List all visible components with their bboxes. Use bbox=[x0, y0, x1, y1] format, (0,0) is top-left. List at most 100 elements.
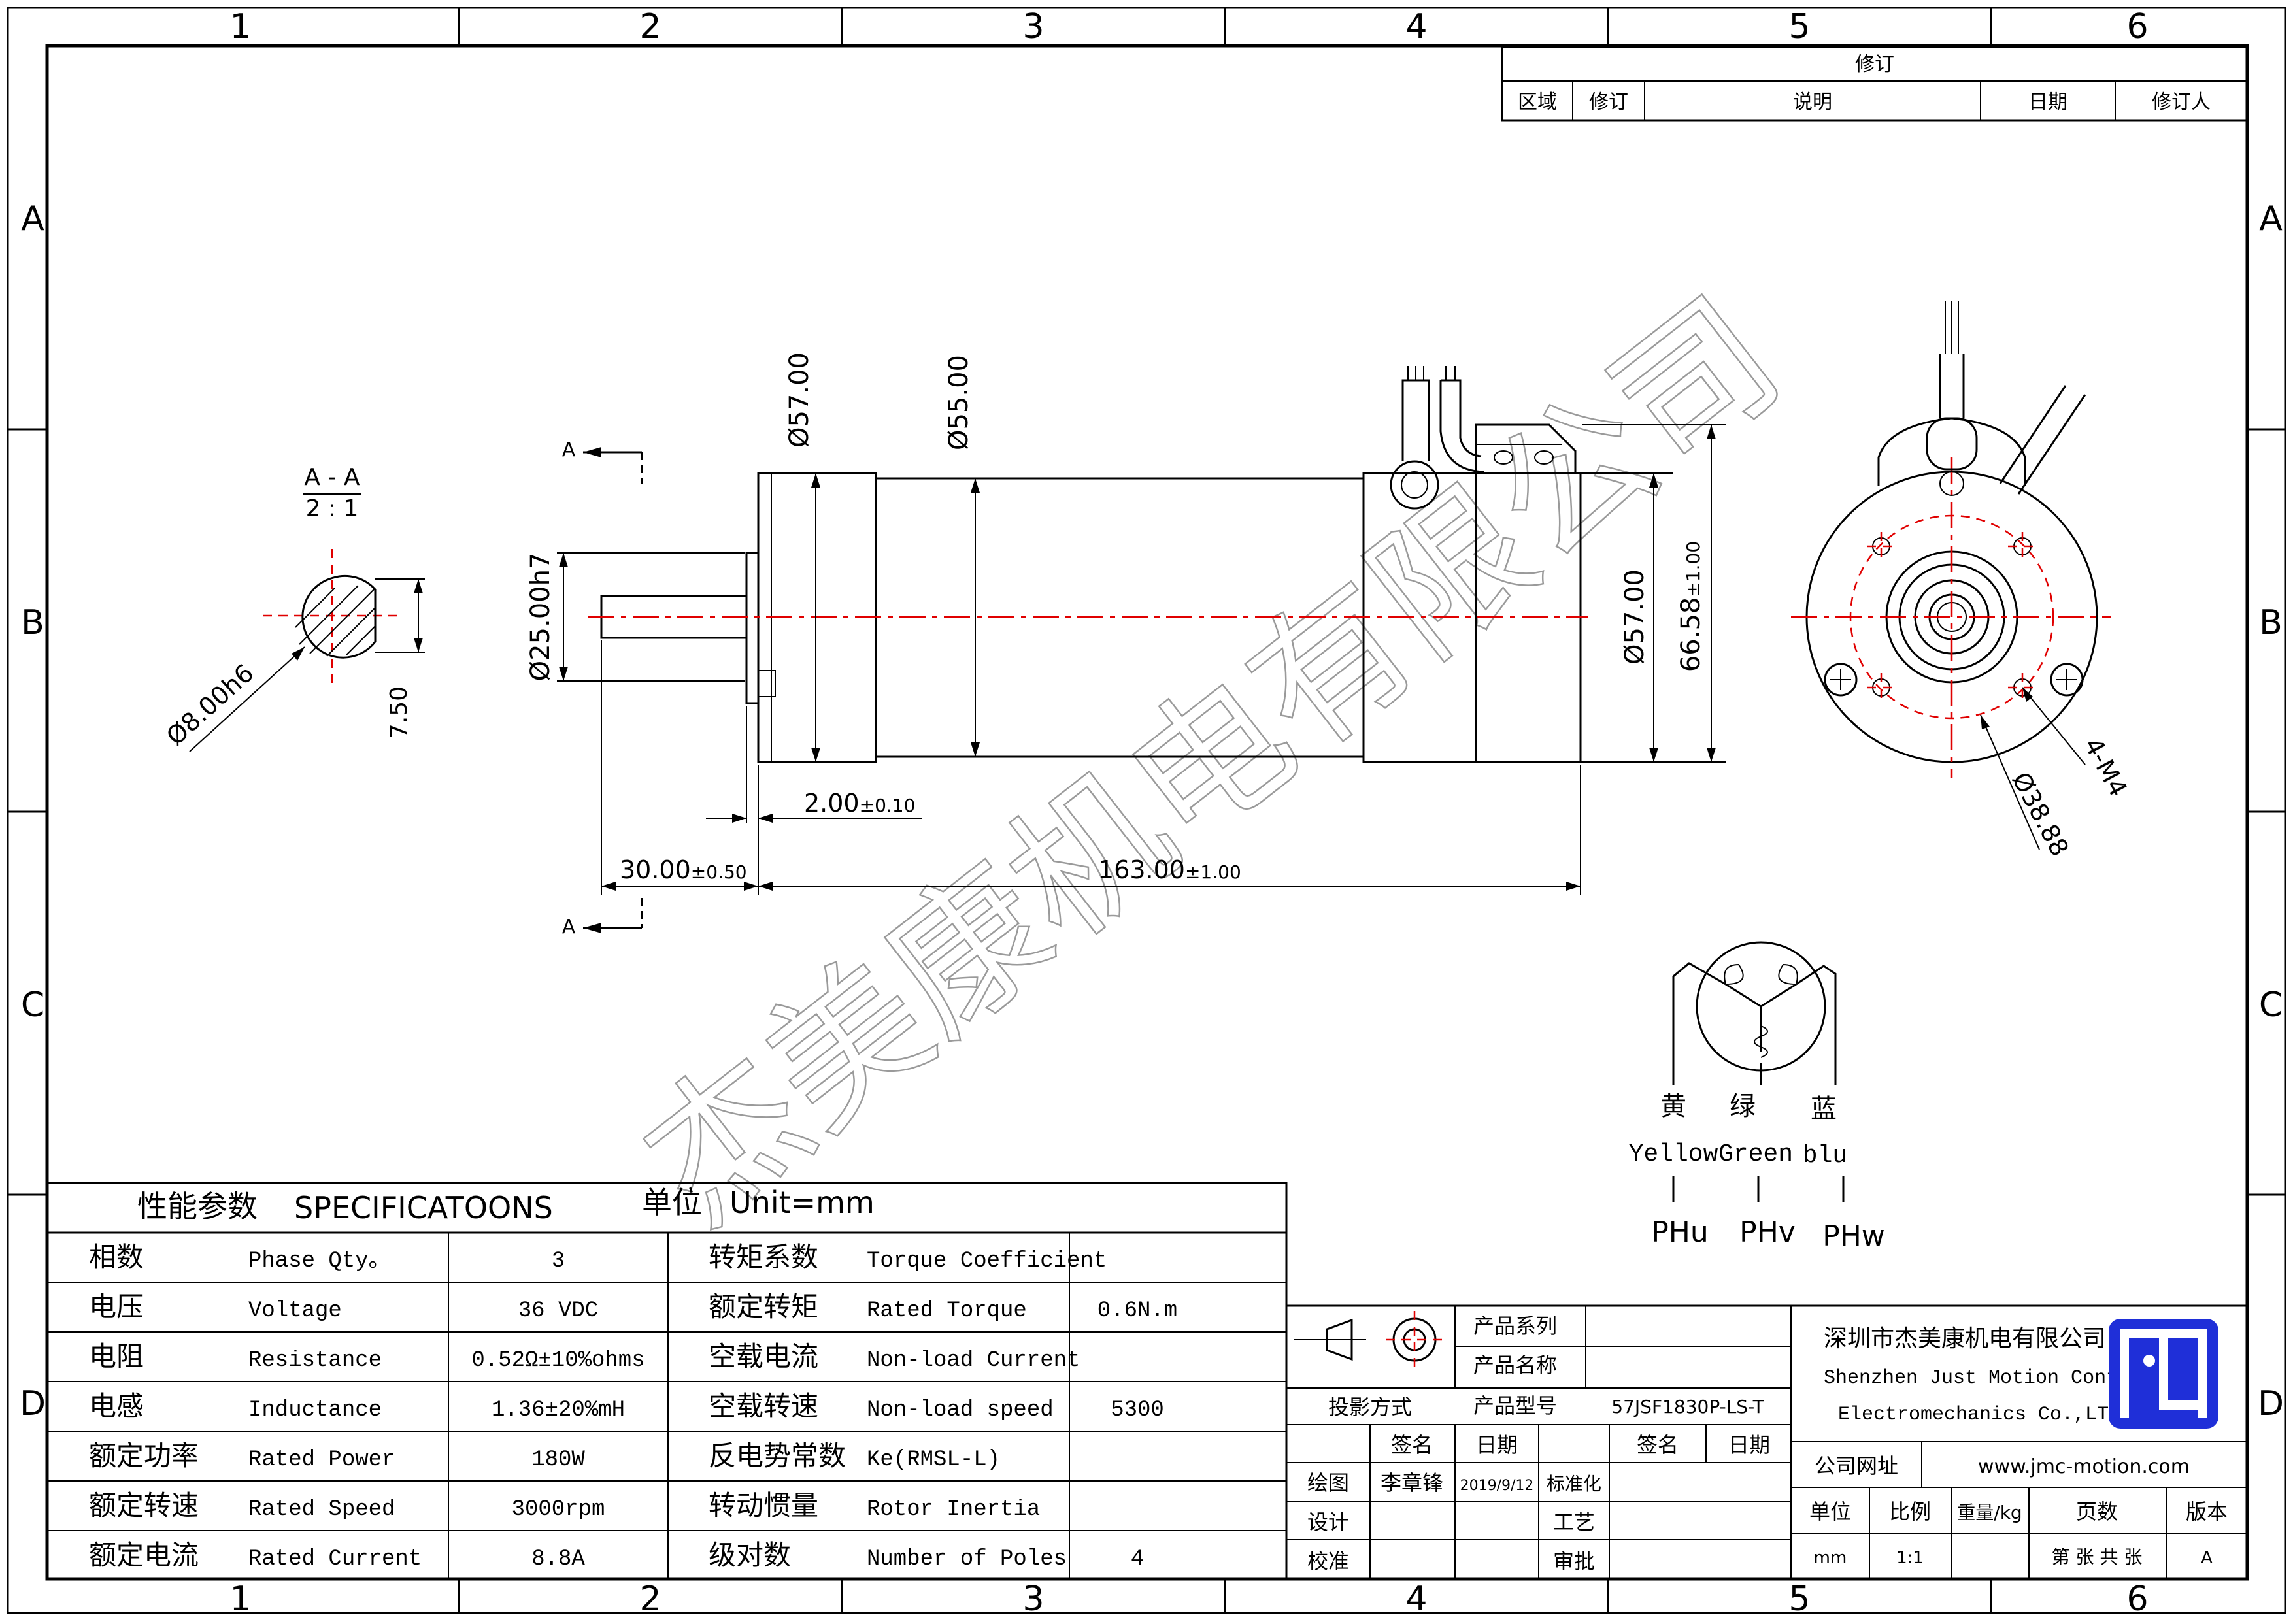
spec-cell-cn: 额定功率 bbox=[89, 1440, 199, 1472]
height-value: 66.58 bbox=[1676, 597, 1706, 672]
spec-cell-val: 3 bbox=[552, 1249, 565, 1274]
zone-col-1: 1 bbox=[229, 7, 251, 46]
holes-dimension: 4-M4 bbox=[2079, 733, 2133, 801]
body-dia-dimension: Ø55.00 bbox=[944, 355, 974, 450]
ratio-value: 1:1 bbox=[1896, 1548, 1924, 1568]
company-en-1: Shenzhen Just Motion Control bbox=[1824, 1367, 2153, 1389]
zone-ticks bbox=[8, 8, 2285, 1613]
model-value: 57JSF1830P-LS-T bbox=[1611, 1396, 1764, 1417]
cable-housing bbox=[1475, 423, 1577, 474]
zone-labels: 1 2 3 4 5 6 1 2 3 4 5 6 A B C D A B C D bbox=[20, 7, 2284, 1619]
spec-cell-en2: Ke(RMSL-L) bbox=[867, 1448, 1000, 1472]
draw-date: 2019/9/12 bbox=[1460, 1478, 1534, 1494]
phase-w: PHw bbox=[1822, 1219, 1885, 1253]
spec-cell-en: Rated Speed bbox=[248, 1497, 395, 1522]
spec-title-en: SPECIFICATOONS bbox=[294, 1190, 553, 1225]
cable-2 bbox=[1441, 379, 1482, 457]
spec-cell-val: 0.52Ω±10%ohms bbox=[471, 1348, 644, 1373]
revision-col-rev: 修订 bbox=[1589, 91, 1628, 114]
flat-dimension: 7.50 bbox=[386, 686, 412, 738]
spec-cell-en2: Non-load speed bbox=[867, 1398, 1054, 1423]
wire-color-cn-green: 绿 bbox=[1730, 1091, 1756, 1121]
spec-cell-en2: Rated Torque bbox=[867, 1299, 1027, 1323]
projection-label: 投影方式 bbox=[1328, 1395, 1412, 1419]
phase-u: PHu bbox=[1651, 1216, 1709, 1249]
spec-cell-cn: 相数 bbox=[89, 1241, 144, 1273]
spec-cell-en: Inductance bbox=[248, 1398, 382, 1423]
sign-header-2: 签名 bbox=[1637, 1433, 1679, 1457]
height-dimension: 66.58±1.00 bbox=[1676, 541, 1706, 672]
shaft-len-tolerance: ±0.50 bbox=[691, 861, 747, 883]
body-len-dimension: 163.00±1.00 bbox=[1098, 855, 1241, 884]
zone-col-1-bottom: 1 bbox=[229, 1580, 251, 1619]
spec-cell-cn2: 空载转速 bbox=[709, 1390, 818, 1422]
height-tolerance: ±1.00 bbox=[1682, 541, 1704, 597]
wire-color-en-green: Green bbox=[1718, 1140, 1793, 1168]
side-view: A A bbox=[526, 352, 1726, 938]
drawer-name: 李章锋 bbox=[1381, 1470, 1443, 1495]
section-hatch bbox=[295, 585, 376, 657]
spec-cell-en2: Non-load Current bbox=[867, 1348, 1080, 1373]
zone-col-6: 6 bbox=[2126, 7, 2148, 46]
zone-col-6-bottom: 6 bbox=[2126, 1580, 2148, 1619]
date-header-2: 日期 bbox=[1728, 1433, 1770, 1457]
unit-value: mm bbox=[1814, 1548, 1847, 1568]
section-scale: 2 : 1 bbox=[306, 495, 359, 522]
unit-header: 单位 bbox=[1809, 1499, 1851, 1524]
pilot-len-tolerance: ±0.10 bbox=[860, 795, 916, 816]
spec-cell-cn: 电阻 bbox=[89, 1340, 144, 1372]
spec-cell-en2: Number of Poles bbox=[867, 1547, 1067, 1572]
pages-value: 第 张 共 张 bbox=[2052, 1546, 2143, 1568]
pages-header: 页数 bbox=[2076, 1499, 2118, 1524]
section-marker-bottom: A bbox=[562, 916, 576, 938]
zone-row-d: D bbox=[20, 1384, 46, 1423]
spec-cell-en: Voltage bbox=[248, 1299, 342, 1323]
wire-color-cn-yellow: 黄 bbox=[1660, 1091, 1686, 1121]
company-en-2: Electromechanics Co.,LTD bbox=[1838, 1404, 2120, 1426]
revision-table: 修订 区域 修订 说明 日期 修订人 bbox=[1501, 46, 2249, 122]
spec-cell-val: 36 VDC bbox=[518, 1299, 598, 1323]
spec-cell-val: 3000rpm bbox=[512, 1497, 605, 1522]
zone-col-4-bottom: 4 bbox=[1405, 1580, 1427, 1619]
shaft-dia-dimension: Ø8.00h6 bbox=[161, 659, 259, 752]
title-block: 投影方式 产品系列 产品名称 产品型号 57JSF1830P-LS-T 签名 日… bbox=[1285, 1304, 2249, 1580]
shaft-section-outline bbox=[301, 574, 377, 659]
ratio-header: 比例 bbox=[1889, 1499, 1931, 1524]
zone-col-3: 3 bbox=[1022, 7, 1044, 46]
spec-cell-val2: 0.6N.m bbox=[1097, 1299, 1177, 1323]
pilot-dia-dimension: Ø25.00h7 bbox=[526, 553, 556, 682]
outer-frame bbox=[7, 7, 2286, 1614]
zone-row-a-right: A bbox=[2259, 199, 2283, 239]
revision-col-desc: 说明 bbox=[1793, 91, 1832, 114]
spec-cell-cn2: 额定转矩 bbox=[709, 1291, 818, 1323]
screw-left bbox=[1824, 663, 1858, 697]
spec-cell-val: 180W bbox=[531, 1448, 585, 1472]
cable-gland bbox=[1390, 460, 1439, 510]
zone-col-4: 4 bbox=[1405, 7, 1427, 46]
revision-col-date: 日期 bbox=[2028, 91, 2067, 114]
approve-label: 审批 bbox=[1553, 1549, 1595, 1574]
front-view: 4-M4 Ø38.88 bbox=[1791, 301, 2133, 861]
body-len-value: 163.00 bbox=[1098, 855, 1185, 884]
website-value: www.jmc-motion.com bbox=[1978, 1455, 2190, 1478]
flange-dia-dimension: Ø57.00 bbox=[784, 352, 814, 448]
zone-col-3-bottom: 3 bbox=[1022, 1580, 1044, 1619]
spec-cell-cn: 电感 bbox=[89, 1390, 144, 1422]
spec-cell-cn: 额定电流 bbox=[89, 1539, 199, 1571]
pcd-dimension: Ø38.88 bbox=[2006, 767, 2074, 861]
spec-cell-val2: 5300 bbox=[1111, 1398, 1164, 1423]
cable-1 bbox=[1401, 379, 1430, 461]
spec-cell-cn2: 转动惯量 bbox=[709, 1489, 818, 1521]
name-label: 产品名称 bbox=[1473, 1353, 1557, 1378]
spec-cell-val: 1.36±20%mH bbox=[492, 1398, 625, 1423]
section-label: A - A bbox=[304, 464, 360, 491]
zone-col-2-bottom: 2 bbox=[639, 1580, 661, 1619]
version-value: A bbox=[2201, 1548, 2213, 1568]
zone-row-b-right: B bbox=[2259, 603, 2283, 642]
revision-col-reviser: 修订人 bbox=[2152, 91, 2211, 114]
phase-v: PHv bbox=[1739, 1216, 1796, 1249]
wire-color-en-blue: blu bbox=[1803, 1142, 1847, 1170]
